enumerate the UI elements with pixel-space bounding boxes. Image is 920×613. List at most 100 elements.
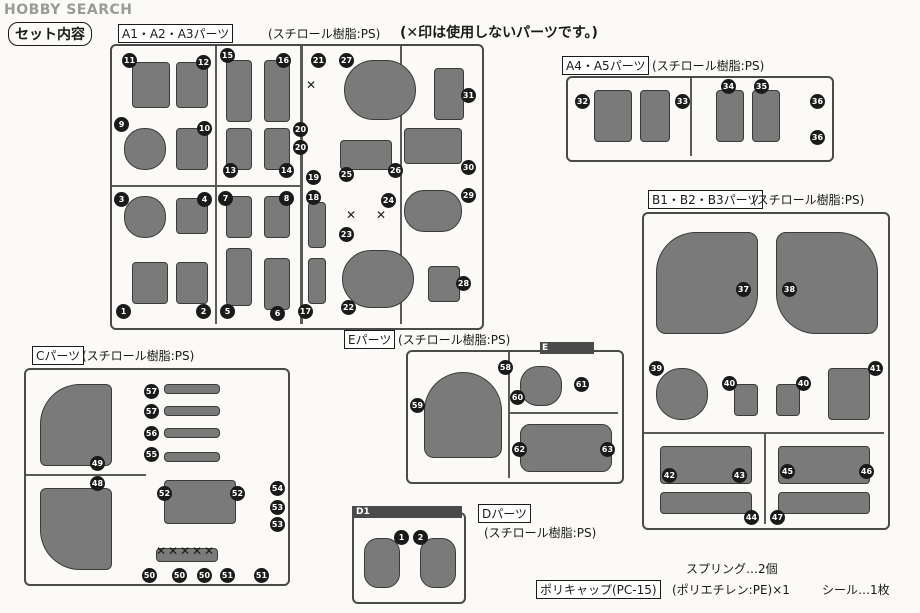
part-number: 50 bbox=[197, 568, 212, 583]
part-shape bbox=[40, 384, 112, 466]
part-shape bbox=[420, 538, 456, 588]
part-shape bbox=[308, 258, 326, 304]
part-number: 24 bbox=[381, 193, 396, 208]
part-shape bbox=[264, 258, 290, 310]
part-shape bbox=[594, 90, 632, 142]
part-number: 35 bbox=[754, 79, 769, 94]
part-shape bbox=[164, 428, 220, 438]
part-number: 2 bbox=[196, 304, 211, 319]
unused-x-mark: ✕ bbox=[306, 78, 317, 92]
part-shape bbox=[176, 262, 208, 304]
unused-x-mark: ✕ bbox=[376, 208, 387, 222]
part-shape bbox=[226, 60, 252, 122]
part-shape bbox=[156, 548, 218, 562]
part-number: 36 bbox=[810, 94, 825, 109]
section-label-d: Dパーツ bbox=[478, 504, 532, 523]
runner-gate bbox=[510, 412, 618, 414]
runner-gate bbox=[764, 434, 766, 524]
part-number: 45 bbox=[780, 464, 795, 479]
part-number: 4 bbox=[197, 192, 212, 207]
part-shape bbox=[734, 384, 758, 416]
part-shape bbox=[364, 538, 400, 588]
part-shape bbox=[404, 190, 462, 232]
part-shape bbox=[132, 262, 168, 304]
part-shape bbox=[164, 452, 220, 462]
runner-a-gate bbox=[112, 185, 300, 187]
part-shape bbox=[164, 406, 220, 416]
unused-x-mark: ✕ bbox=[346, 208, 357, 222]
unused-x-mark: ✕ bbox=[192, 544, 203, 558]
part-number: 51 bbox=[220, 568, 235, 583]
part-number: 53 bbox=[270, 517, 285, 532]
part-number: 36 bbox=[810, 130, 825, 145]
part-number: 34 bbox=[721, 79, 736, 94]
section-label-e: Eパーツ bbox=[344, 330, 396, 349]
part-number: 40 bbox=[796, 376, 811, 391]
part-shape bbox=[752, 90, 780, 142]
part-number: 26 bbox=[388, 163, 403, 178]
part-number: 37 bbox=[736, 282, 751, 297]
runner-gate bbox=[644, 432, 884, 434]
part-shape bbox=[340, 140, 392, 170]
part-number: 20 bbox=[293, 140, 308, 155]
part-number: 8 bbox=[279, 191, 294, 206]
part-number: 22 bbox=[341, 300, 356, 315]
part-number: 12 bbox=[196, 55, 211, 70]
part-number: 14 bbox=[279, 163, 294, 178]
part-shape bbox=[342, 250, 414, 308]
part-shape bbox=[308, 202, 326, 248]
part-number: 49 bbox=[90, 456, 105, 471]
unused-x-mark: ✕ bbox=[180, 544, 191, 558]
part-number: 18 bbox=[306, 190, 321, 205]
unused-parts-note: (✕印は使用しないパーツです。) bbox=[400, 25, 598, 41]
part-number: 60 bbox=[510, 390, 525, 405]
part-number: 46 bbox=[859, 464, 874, 479]
section-label-a123: A1・A2・A3パーツ bbox=[118, 24, 234, 43]
set-contents-title: セット内容 bbox=[8, 22, 92, 46]
part-shape bbox=[344, 60, 416, 120]
part-number: 50 bbox=[142, 568, 157, 583]
part-shape bbox=[40, 488, 112, 570]
watermark-logo: HOBBY SEARCH bbox=[4, 2, 133, 18]
part-shape bbox=[424, 372, 502, 458]
part-number: 40 bbox=[722, 376, 737, 391]
part-number: 44 bbox=[744, 510, 759, 525]
part-number: 48 bbox=[90, 476, 105, 491]
part-number: 30 bbox=[461, 160, 476, 175]
part-number: 20 bbox=[293, 122, 308, 137]
part-shape bbox=[716, 90, 744, 142]
section-material-a45: (スチロール樹脂:PS) bbox=[652, 59, 765, 73]
part-number: 29 bbox=[461, 188, 476, 203]
part-number: 25 bbox=[339, 167, 354, 182]
part-number: 9 bbox=[114, 117, 129, 132]
runner-e bbox=[406, 350, 624, 484]
part-number: 42 bbox=[662, 468, 677, 483]
part-shape bbox=[520, 424, 612, 472]
part-number: 61 bbox=[574, 377, 589, 392]
part-number: 54 bbox=[270, 481, 285, 496]
part-number: 28 bbox=[456, 276, 471, 291]
polycap-label: ポリキャップ(PC-15) bbox=[536, 580, 661, 599]
part-number: 32 bbox=[575, 94, 590, 109]
part-shape bbox=[124, 196, 166, 238]
part-shape bbox=[428, 266, 460, 302]
part-shape bbox=[132, 62, 170, 108]
part-number: 62 bbox=[512, 442, 527, 457]
part-number: 41 bbox=[868, 361, 883, 376]
runner-c bbox=[24, 368, 290, 586]
part-number: 56 bbox=[144, 426, 159, 441]
part-number: 38 bbox=[782, 282, 797, 297]
part-shape bbox=[164, 480, 236, 524]
part-number: 27 bbox=[339, 53, 354, 68]
part-number: 23 bbox=[339, 227, 354, 242]
unused-x-mark: ✕ bbox=[156, 544, 167, 558]
part-number: 6 bbox=[270, 306, 285, 321]
section-material-d: (スチロール樹脂:PS) bbox=[484, 526, 597, 540]
part-number: 53 bbox=[270, 500, 285, 515]
part-number: 57 bbox=[144, 404, 159, 419]
part-number: 13 bbox=[223, 163, 238, 178]
unused-x-mark: ✕ bbox=[204, 544, 215, 558]
section-material-b123: (スチロール樹脂:PS) bbox=[752, 193, 865, 207]
part-shape bbox=[264, 60, 290, 122]
runner-b bbox=[642, 212, 890, 530]
